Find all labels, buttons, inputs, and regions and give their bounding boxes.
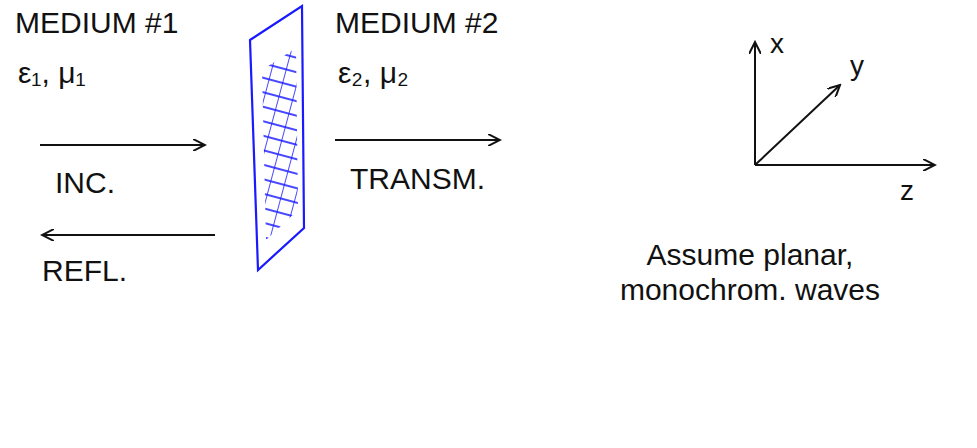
wave-label: REFL. — [42, 254, 127, 289]
z-axis — [755, 164, 935, 166]
interface-sheet — [250, 6, 304, 270]
reflected-arrow — [42, 234, 215, 236]
material-parameters: ε₁, μ₁ — [18, 56, 86, 91]
incident-arrow — [40, 144, 205, 146]
transmitted-arrow — [335, 139, 500, 141]
material-parameters: ε₂, μ₂ — [338, 56, 409, 91]
axis-label: x — [770, 28, 784, 60]
interface-hatch — [262, 48, 298, 240]
wave-label: TRANSM. — [350, 162, 485, 197]
note: Assume planar, monochrom. waves — [560, 238, 940, 307]
x-axis — [754, 42, 756, 165]
axis-label: y — [850, 50, 864, 82]
medium-label: MEDIUM #2 — [335, 6, 498, 41]
axis-label: z — [900, 175, 914, 207]
y-axis — [755, 85, 840, 165]
wave-label: INC. — [55, 166, 115, 201]
medium-label: MEDIUM #1 — [15, 6, 178, 41]
